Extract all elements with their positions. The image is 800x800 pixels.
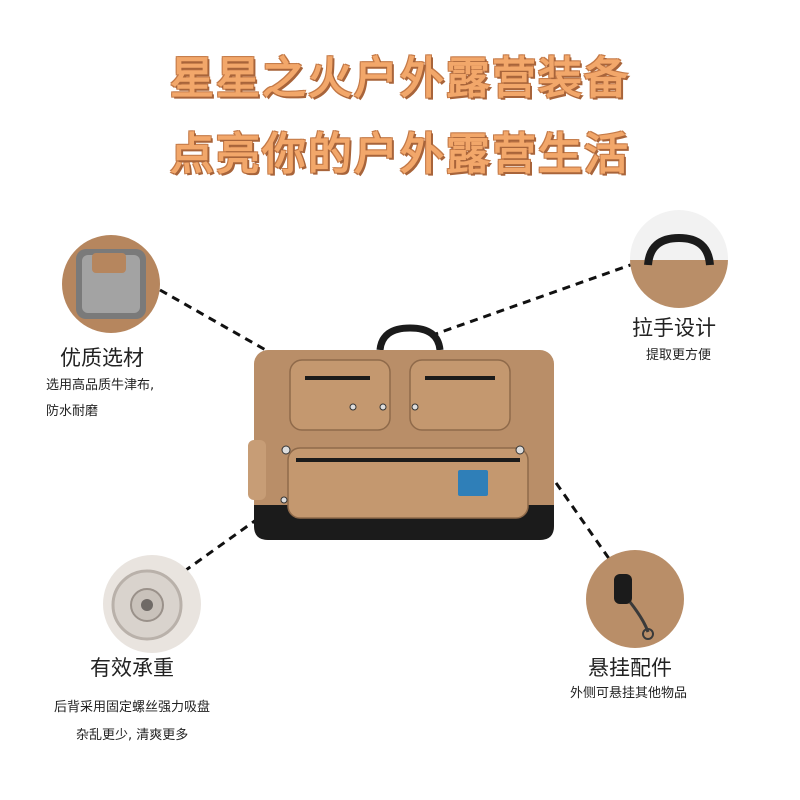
camping-bag-image — [248, 324, 554, 540]
handle-title: 拉手设计 — [632, 316, 716, 340]
hang-title: 悬挂配件 — [588, 656, 672, 680]
material-detail-image — [62, 235, 160, 333]
material-title: 优质选材 — [60, 346, 144, 370]
load-desc-1: 后背采用固定螺丝强力吸盘 — [54, 700, 211, 715]
hang-desc-1: 外侧可悬挂其他物品 — [570, 686, 688, 701]
handle-desc-1: 提取更方便 — [646, 348, 712, 363]
load-desc-2: 杂乱更少, 清爽更多 — [76, 728, 189, 743]
suction-cup-detail-image — [103, 555, 201, 653]
headline-line-2: 点亮你的户外露营生活 — [170, 129, 630, 180]
load-title: 有效承重 — [90, 656, 174, 680]
headline-line-1: 星星之火户外露营装备 — [170, 53, 630, 104]
material-desc-1: 选用高品质牛津布, — [46, 378, 155, 393]
hanging-clip-detail-image — [586, 550, 684, 648]
material-desc-2: 防水耐磨 — [46, 404, 99, 419]
handle-detail-image — [630, 210, 728, 308]
